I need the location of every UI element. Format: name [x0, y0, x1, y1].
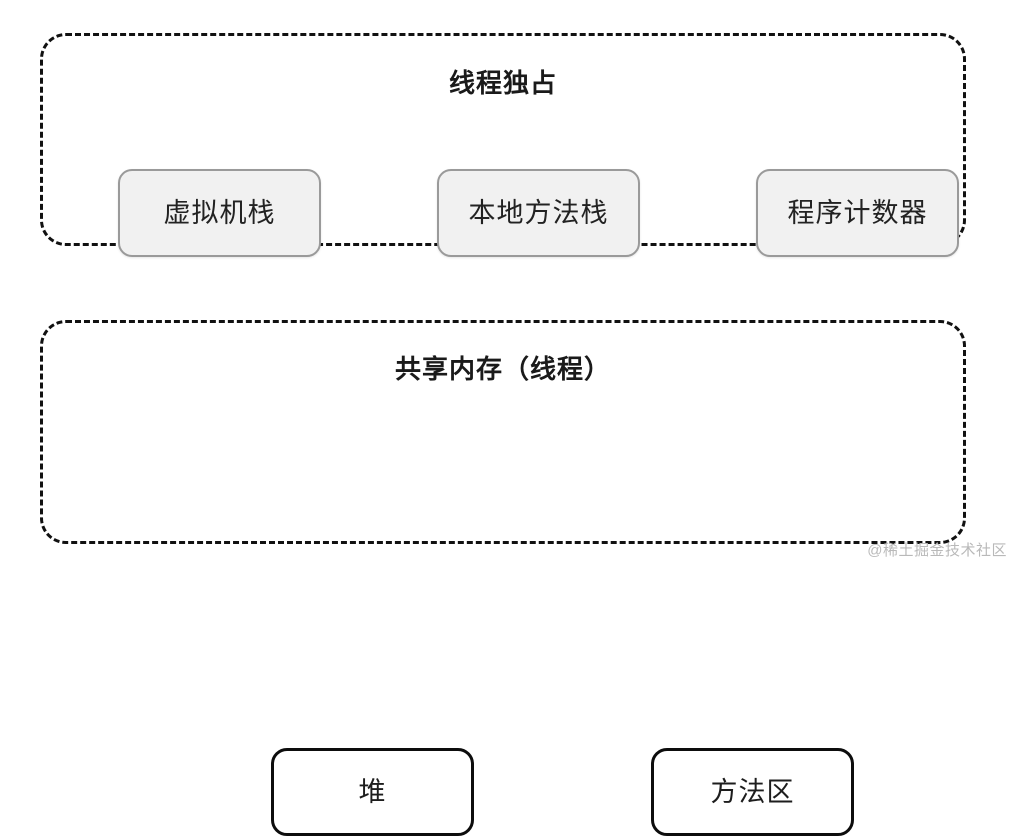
region-shared-memory: 共享内存（线程） 堆 方法区	[40, 320, 966, 836]
box-heap: 堆	[271, 748, 474, 836]
box-vm-stack-label: 虚拟机栈	[163, 197, 276, 228]
diagram-canvas: 线程独占 虚拟机栈 本地方法栈 程序计数器 共享内存（线程） 堆 方法区 @稀土…	[40, 33, 1007, 836]
box-vm-stack: 虚拟机栈	[118, 169, 321, 257]
region-thread-exclusive-title: 线程独占	[448, 68, 557, 98]
box-heap-label: 堆	[358, 776, 387, 807]
box-native-method-stack: 本地方法栈	[437, 169, 640, 257]
box-pc-register: 程序计数器	[756, 169, 959, 257]
box-native-method-stack-label: 本地方法栈	[468, 197, 609, 228]
box-method-area: 方法区	[651, 748, 854, 836]
watermark: @稀土掘金技术社区	[867, 542, 1007, 559]
box-method-area-label: 方法区	[710, 776, 795, 807]
region-thread-exclusive: 线程独占 虚拟机栈 本地方法栈 程序计数器	[40, 33, 966, 257]
box-pc-register-label: 程序计数器	[787, 197, 928, 228]
region-shared-memory-title: 共享内存（线程）	[394, 354, 611, 384]
